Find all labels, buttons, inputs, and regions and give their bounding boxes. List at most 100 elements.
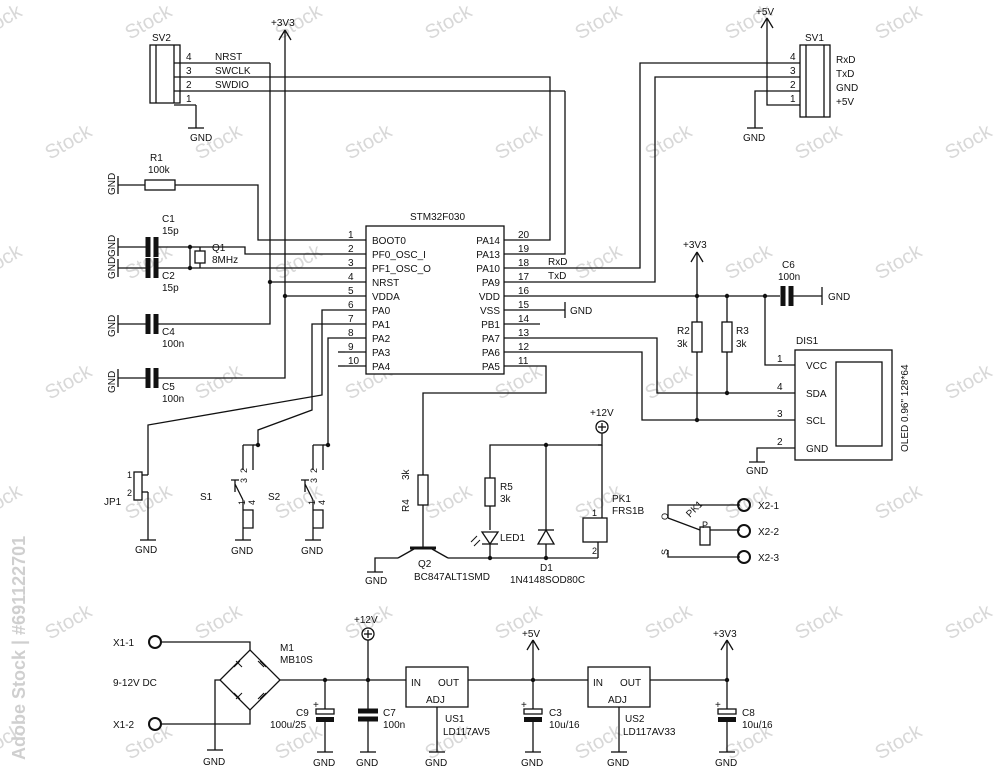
- c9-ref: C9: [296, 708, 309, 719]
- switch-s1-ref: S1: [200, 492, 213, 503]
- pk1-ref: PK1: [612, 494, 631, 505]
- mcu-right-pin-num: 15: [518, 300, 530, 311]
- v5-top-label: +5V: [756, 7, 774, 18]
- oled-pin-2-num: 2: [777, 437, 783, 448]
- q1-value: 8MHz: [212, 255, 238, 266]
- mcu-right-pin-num: 13: [518, 328, 530, 339]
- mcu-left-pin-name: PF1_OSC_O: [372, 264, 431, 275]
- capacitor-c5: GND C5 100n: [107, 293, 288, 405]
- r3-ref: R3: [736, 326, 749, 337]
- r2-value: 3k: [677, 339, 689, 350]
- sv1-signal-rxd: RxD: [836, 55, 855, 66]
- c3-plus: +: [521, 700, 527, 711]
- sv2-signal-nrst: NRST: [215, 52, 242, 63]
- c6-gnd-label: GND: [828, 292, 850, 303]
- sv2-pin-2: 2: [186, 80, 192, 91]
- mcu-stm32f030: STM32F030 1BOOT02PF0_OSC_I3PF1_OSC_O4NRS…: [345, 212, 567, 375]
- oled-pin-vcc: VCC: [806, 361, 827, 372]
- pk1c-ref: PK1: [684, 499, 705, 520]
- sv2-signal-swdio: SWDIO: [215, 80, 249, 91]
- oled-pin-4-num: 4: [777, 382, 783, 393]
- mcu-left-pin-num: 10: [348, 356, 360, 367]
- mcu-left-pin-num: 2: [348, 244, 354, 255]
- m1-ref: M1: [280, 643, 294, 654]
- relay-contact-pk1: O P S PK1 X2-1 X2-2 X2-3: [660, 498, 780, 564]
- sv2-body: [149, 44, 181, 104]
- c1-ref: C1: [162, 214, 175, 225]
- sv2-pin-1: 1: [186, 94, 192, 105]
- c2-gnd-label: GND: [107, 257, 118, 279]
- v33-mid-label: +3V3: [683, 240, 707, 251]
- c8-ref: C8: [742, 708, 755, 719]
- us2-adj: ADJ: [608, 695, 627, 706]
- switch-s1-pin-label: 4: [247, 500, 257, 505]
- c4-ref: C4: [162, 327, 175, 338]
- watermark-tile: Stock: [192, 600, 247, 645]
- connector-sv2: SV2 4 3 2 1 NRST SWCLK SWDIO GND: [149, 33, 565, 144]
- sv1-pin-4: 4: [790, 52, 796, 63]
- mcu-left-pin-name: PA1: [372, 320, 391, 331]
- switch-s1-pin-label: 2: [239, 468, 249, 473]
- power-3v3-bottom: +3V3: [713, 629, 737, 680]
- transistor-q2: GND Q2 BC847ALT1SMD: [365, 540, 490, 587]
- mcu-right-pin-num: 11: [518, 356, 529, 367]
- mcu-left-pin-num: 8: [348, 328, 354, 339]
- sv1-pin-3: 3: [790, 66, 796, 77]
- resistor-r2: R2 3k: [677, 296, 703, 420]
- sv1-pin-1: 1: [790, 94, 796, 105]
- c7-gnd-label: GND: [356, 758, 378, 769]
- mcu-left-pin-num: 9: [348, 342, 354, 353]
- mcu-right-pin-num: 14: [518, 314, 530, 325]
- capacitor-c4: GND C4 100n: [107, 279, 273, 350]
- sv2-ref: SV2: [152, 33, 171, 44]
- jp1-pin-1: 1: [127, 470, 132, 480]
- v5-bottom-label: +5V: [522, 629, 540, 640]
- mcu-right-pin-num: 16: [518, 286, 530, 297]
- capacitor-c6: GND C6 100n: [778, 260, 850, 306]
- watermark-tile: Stock: [42, 360, 97, 405]
- sv1-body: [799, 44, 831, 118]
- us1-adj: ADJ: [426, 695, 445, 706]
- mcu-right-pin-name: PA14: [476, 236, 500, 247]
- us1-in: IN: [411, 678, 421, 689]
- c3-value: 10u/16: [549, 720, 580, 731]
- oled-pin-1-num: 1: [777, 354, 783, 365]
- us1-gnd-label: GND: [425, 758, 447, 769]
- jp1-ref: JP1: [104, 497, 122, 508]
- watermark-tile: Stock: [492, 120, 547, 165]
- oled-pin-gnd: GND: [806, 444, 828, 455]
- mcu-right-pin-num: 18: [518, 258, 530, 269]
- x2-3-label: X2-3: [758, 553, 780, 564]
- resistor-r1: GND R1 100k: [107, 153, 345, 241]
- mcu-right-pin-num: 17: [518, 272, 530, 283]
- pk1-pin-1: 1: [592, 508, 597, 518]
- mcu-left-pin-name: PA4: [372, 362, 391, 373]
- crystal-q1: Q1 8MHz: [187, 243, 345, 271]
- capacitor-c2: GND C2 15p: [107, 257, 190, 294]
- mcu-left-pin-num: 1: [348, 230, 354, 241]
- jumper-jp1: 1 2 JP1 GND: [104, 470, 157, 556]
- sv1-pin-2: 2: [790, 80, 796, 91]
- watermark-tile: Stock: [792, 120, 847, 165]
- watermark-tile: Stock: [42, 120, 97, 165]
- power-12v-bottom: +12V: [354, 615, 378, 641]
- switch-s2-ref: S2: [268, 492, 281, 503]
- watermark-tile: Stock: [572, 240, 627, 285]
- switch-s2-pin-label: 4: [317, 500, 327, 505]
- switch-s2-pin-label: 3: [309, 478, 319, 483]
- watermark-tile: Stock: [422, 0, 477, 44]
- watermark-tile: Stock: [872, 240, 927, 285]
- vss-gnd-label: GND: [570, 306, 592, 317]
- q2-gnd-label: GND: [365, 576, 387, 587]
- c9-value: 100u/25: [270, 720, 307, 731]
- mcu-right-pin-name: PA13: [476, 250, 500, 261]
- mcu-right-pin-num: 19: [518, 244, 530, 255]
- mcu-right-pin-name: VSS: [480, 306, 500, 317]
- sv1-signal-gnd: GND: [836, 83, 858, 94]
- watermark-tile: Stock: [942, 120, 997, 165]
- watermark-tile: Stock: [572, 0, 627, 44]
- watermark-tile: Stock: [422, 480, 477, 525]
- r1-ref: R1: [150, 153, 163, 164]
